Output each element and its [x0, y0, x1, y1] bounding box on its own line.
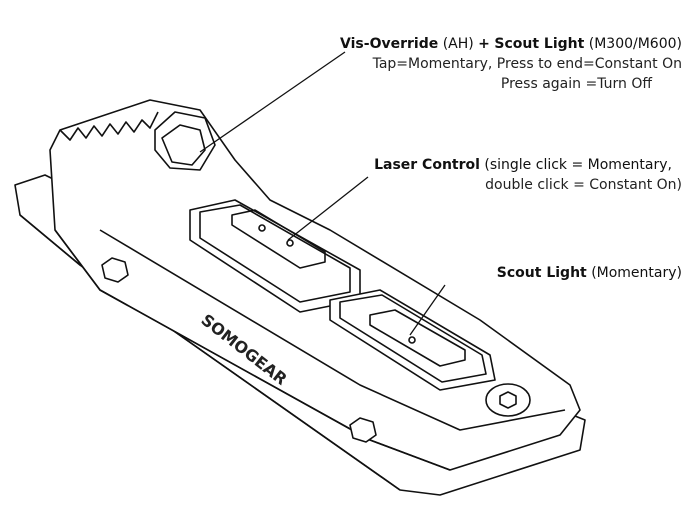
- leader-line-laser-control: [287, 176, 369, 241]
- scout-light-button: [329, 289, 496, 391]
- side-nut-1: [101, 257, 129, 283]
- leader-line-vis-override: [199, 51, 346, 153]
- scout-light-title: Scout Light: [494, 36, 585, 52]
- side-nut-2: [349, 417, 377, 443]
- scout-light-models: (M300/M600): [588, 36, 682, 52]
- vis-override-title: Vis-Override: [340, 36, 439, 52]
- callout-scout-light: Scout Light (Momentary): [497, 263, 682, 283]
- vis-override-line2: Tap=Momentary, Press to end=Constant On: [372, 56, 682, 72]
- laser-control-note: (single click = Momentary,: [484, 157, 672, 173]
- callout-laser-control: Laser Control (single click = Momentary,…: [374, 155, 682, 195]
- vis-override-line3: Press again =Turn Off: [500, 76, 652, 92]
- leader-line-scout-light: [409, 284, 446, 336]
- laser-control-title: Laser Control: [374, 157, 480, 173]
- vis-override-button: [154, 111, 216, 171]
- end-screw: [485, 383, 531, 417]
- scout-light-callout-note: (Momentary): [591, 265, 682, 281]
- laser-control-line2: double click = Constant On): [485, 177, 682, 193]
- plus-sign: +: [478, 36, 490, 52]
- serrated-ramp: [59, 111, 159, 141]
- callout-vis-override: Vis-Override (AH) + Scout Light (M300/M6…: [340, 34, 682, 94]
- vis-override-note: (AH): [442, 36, 474, 52]
- scout-light-callout-title: Scout Light: [496, 265, 587, 281]
